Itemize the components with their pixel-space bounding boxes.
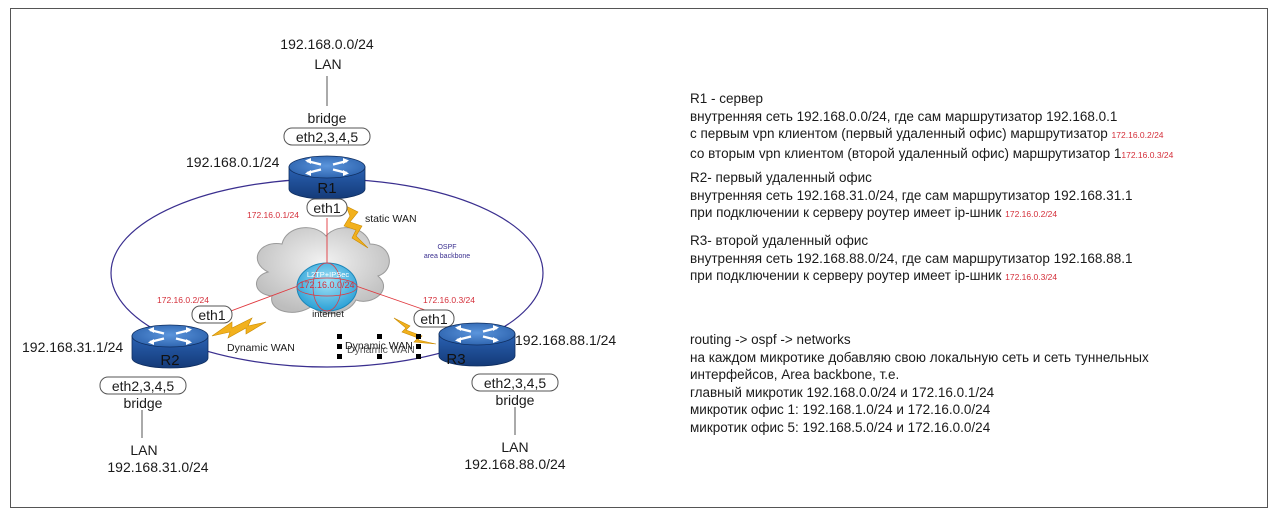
notes-r1-line2-ip: 172.16.0.2/24 <box>1111 130 1164 140</box>
notes-routing-line6: микротик офис 5: 192.168.5.0/24 и 172.16… <box>690 419 991 435</box>
r1-wan-port-box <box>306 198 348 217</box>
lightning-icon-r1 <box>343 205 369 249</box>
r1-ports-label: eth2,3,4,5 <box>296 129 358 145</box>
r1-ports-box <box>283 127 371 146</box>
ospf-title: OSPF <box>437 244 456 251</box>
notes-r1-line3-row: со вторым vpn клиентом (второй удаленный… <box>690 145 1173 165</box>
r2-lan-subnet: 192.168.31.0/24 <box>107 459 208 475</box>
r1-bridge-label: bridge <box>308 110 347 126</box>
r3-ports-label: eth2,3,4,5 <box>484 375 546 391</box>
notes-r2-line1: внутренняя сеть 192.168.31.0/24, где сам… <box>690 187 1133 203</box>
r3-link-label: Dynamic WAN <box>345 340 413 352</box>
r3-link-label-selection[interactable]: Dynamic WAN Dynamic WAN <box>337 334 421 359</box>
notes-r3-line2-row: при подключении к серверу роутер имеет i… <box>690 267 1132 287</box>
notes-routing-line1: routing -> ospf -> networks <box>690 332 851 347</box>
internet-label: internet <box>312 309 344 320</box>
r3-link-label-overlap: Dynamic WAN <box>347 344 415 356</box>
lightning-icon-r2 <box>211 317 267 339</box>
r1-lan-subnet: 192.168.0.0/24 <box>280 36 374 52</box>
diagram-frame <box>10 8 1268 508</box>
notes-r3-line2-ip: 172.16.0.3/24 <box>1005 272 1058 282</box>
r3-bridge-label: bridge <box>496 392 535 408</box>
r3-lan-subnet: 192.168.88.0/24 <box>464 456 565 472</box>
notes-routing-line2: на каждом микротике добавляю свою локаль… <box>690 349 1149 365</box>
notes-r1-line3-ip: 172.16.0.3/24 <box>1121 149 1174 160</box>
ospf-area: area backbone <box>424 253 470 260</box>
notes-r2-line2-ip: 172.16.0.2/24 <box>1005 209 1058 219</box>
lightning-icon-r3 <box>393 317 437 345</box>
notes-routing-line5: микротик офис 1: 192.168.1.0/24 и 172.16… <box>690 402 991 417</box>
r3-ports-box <box>471 373 559 392</box>
r2-router-ip: 192.168.31.1/24 <box>22 339 123 355</box>
r1-lan-label: LAN <box>314 56 341 72</box>
notes-routing-line4: главный микротик 192.168.0.0/24 и 172.16… <box>690 384 995 400</box>
notes-r2: R2- первый удаленный офис внутренняя сет… <box>690 169 1132 224</box>
r2-wan-port-box <box>191 305 233 324</box>
vpn-subnet: 172.16.0.0/24 <box>299 280 354 290</box>
r2-lan-label: LAN <box>130 442 157 458</box>
notes-r3: R3- второй удаленный офис внутренняя сет… <box>690 232 1132 287</box>
r2-ports-box <box>99 376 187 395</box>
r2-wan-port: eth1 <box>198 307 225 323</box>
r3-wan-port: eth1 <box>420 311 447 327</box>
r2-link-label: Dynamic WAN <box>227 342 295 354</box>
r3-tunnel-ip: 172.16.0.3/24 <box>423 295 475 305</box>
r2-tunnel-ip: 172.16.0.2/24 <box>157 295 209 305</box>
notes-routing-line3: интерфейсов, Area backbone, т.е. <box>690 367 900 382</box>
notes-r3-title: R3- второй удаленный офис <box>690 233 869 248</box>
r1-tunnel-ip: 172.16.0.1/24 <box>247 210 299 220</box>
r1-router-ip: 192.168.0.1/24 <box>186 154 280 170</box>
notes-r2-line2-row: при подключении к серверу роутер имеет i… <box>690 204 1132 224</box>
notes-r3-line2: при подключении к серверу роутер имеет i… <box>690 268 1006 283</box>
notes-routing: routing -> ospf -> networks на каждом ми… <box>690 331 1149 436</box>
r3-router-ip: 192.168.88.1/24 <box>515 332 616 348</box>
notes-r1-line1: внутренняя сеть 192.168.0.0/24, где сам … <box>690 108 1118 124</box>
r1-link-label: static WAN <box>365 213 417 225</box>
vpn-label: L2TP+IPSec <box>307 270 350 279</box>
selection-handles[interactable] <box>337 334 421 359</box>
r3-router-name: R3 <box>446 351 465 368</box>
r2-ports-label: eth2,3,4,5 <box>112 378 174 394</box>
notes-r1: R1 - сервер внутренняя сеть 192.168.0.0/… <box>690 90 1173 164</box>
notes-r3-line1: внутренняя сеть 192.168.88.0/24, где сам… <box>690 250 1133 266</box>
notes-r1-title: R1 - сервер <box>690 91 764 106</box>
notes-r2-line2: при подключении к серверу роутер имеет i… <box>690 205 1006 220</box>
notes-r1-line2-row: с первым vpn клиентом (первый удаленный … <box>690 125 1173 145</box>
r2-router-name: R2 <box>160 352 179 369</box>
notes-r1-line3: со вторым vpn клиентом (второй удаленный… <box>690 145 1122 161</box>
r1-wan-port: eth1 <box>313 200 340 216</box>
r2-bridge-label: bridge <box>124 395 163 411</box>
r3-wan-port-box <box>413 309 455 328</box>
notes-r2-title: R2- первый удаленный офис <box>690 170 872 185</box>
notes-r1-line2: с первым vpn клиентом (первый удаленный … <box>690 126 1112 141</box>
r3-lan-label: LAN <box>501 439 528 455</box>
r1-router-name: R1 <box>317 180 336 197</box>
